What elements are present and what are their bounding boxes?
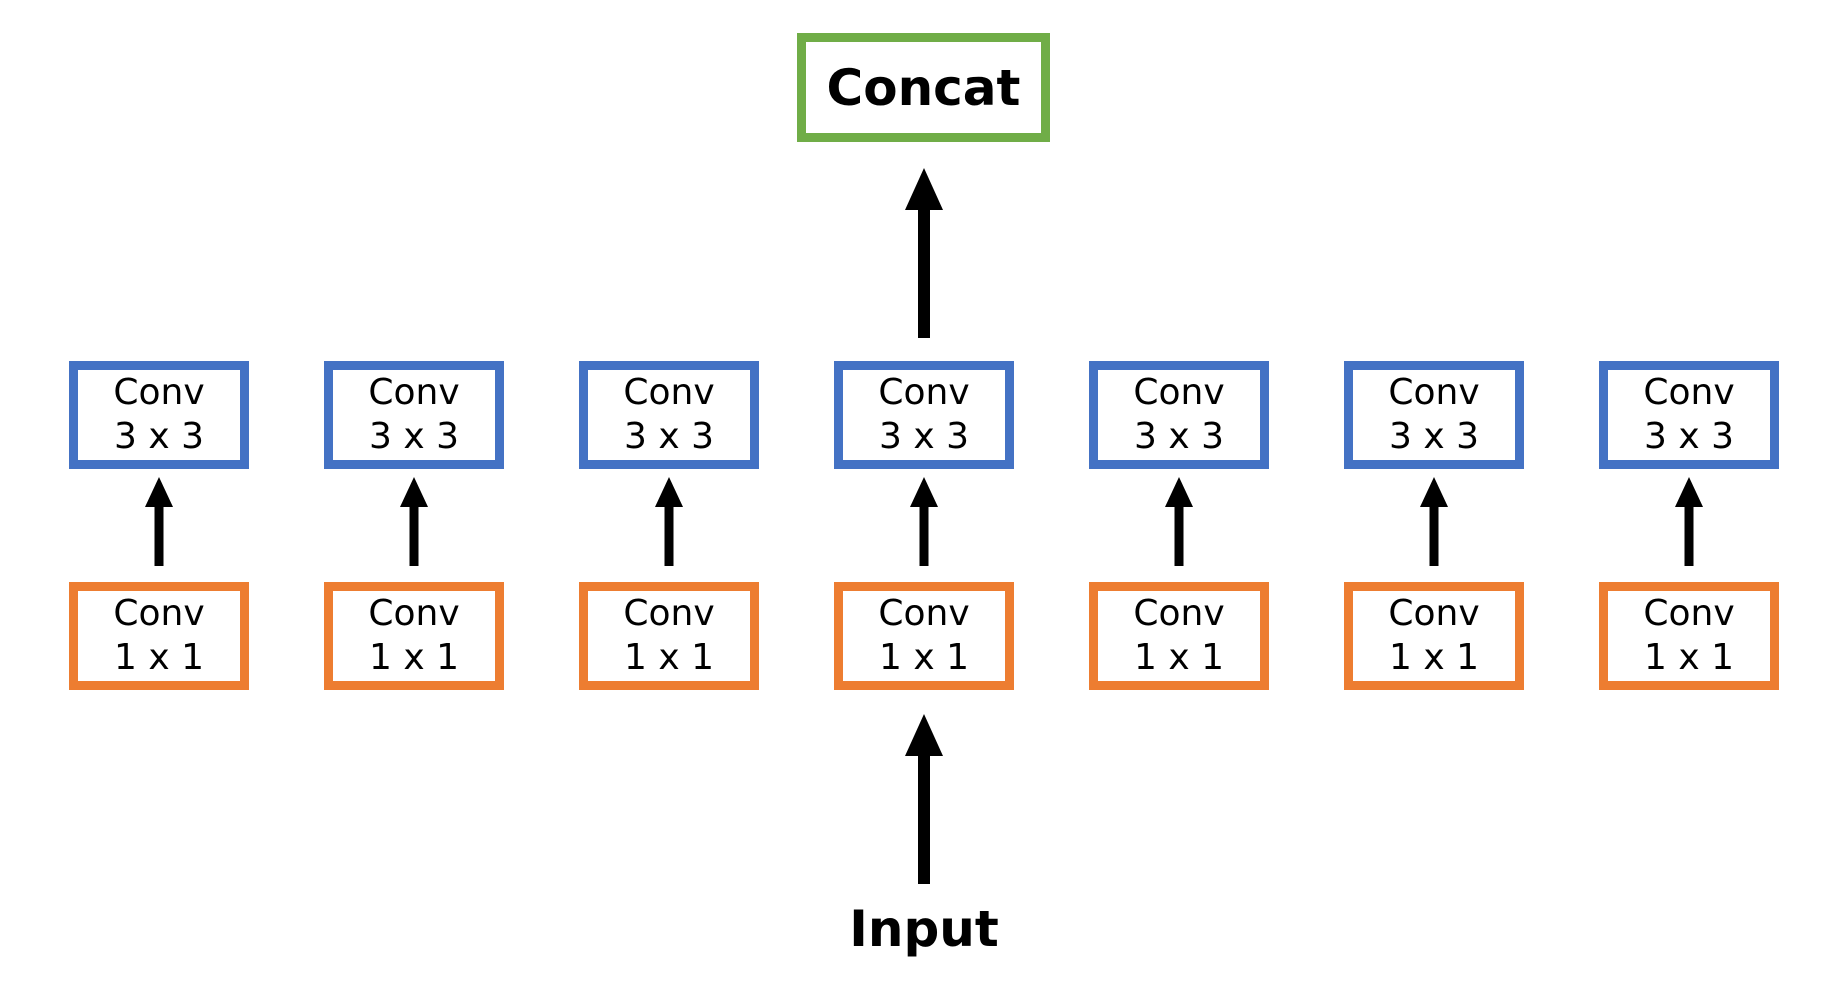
conv1x1-line2: 1 x 1 — [624, 637, 714, 678]
branch-arrow-2 — [400, 477, 428, 566]
conv3x3-line1: Conv — [623, 372, 715, 413]
conv3x3-line2: 3 x 3 — [114, 416, 204, 457]
conv1x1-line1: Conv — [623, 593, 715, 634]
branch-arrow-5 — [1165, 477, 1193, 566]
input-arrow — [905, 714, 943, 884]
conv3x3-line2: 3 x 3 — [1134, 416, 1224, 457]
output-arrow — [905, 168, 943, 338]
conv1x1-node-4: Conv 1 x 1 — [834, 582, 1014, 690]
conv1x1-node-3: Conv 1 x 1 — [579, 582, 759, 690]
conv1x1-node-1: Conv 1 x 1 — [69, 582, 249, 690]
conv3x3-line2: 3 x 3 — [1389, 416, 1479, 457]
conv3x3-line1: Conv — [878, 372, 970, 413]
conv3x3-node-3: Conv 3 x 3 — [579, 361, 759, 469]
concat-label: Concat — [826, 58, 1021, 117]
conv3x3-line1: Conv — [368, 372, 460, 413]
conv3x3-line1: Conv — [113, 372, 205, 413]
conv3x3-node-1: Conv 3 x 3 — [69, 361, 249, 469]
conv3x3-node-7: Conv 3 x 3 — [1599, 361, 1779, 469]
conv1x1-line1: Conv — [1643, 593, 1735, 634]
conv1x1-line2: 1 x 1 — [114, 637, 204, 678]
branch-arrow-4 — [910, 477, 938, 566]
conv1x1-node-2: Conv 1 x 1 — [324, 582, 504, 690]
conv1x1-line2: 1 x 1 — [1644, 637, 1734, 678]
branch-arrow-3 — [655, 477, 683, 566]
conv3x3-node-6: Conv 3 x 3 — [1344, 361, 1524, 469]
conv1x1-line1: Conv — [1388, 593, 1480, 634]
conv3x3-line1: Conv — [1388, 372, 1480, 413]
concat-node: Concat — [797, 33, 1050, 142]
conv3x3-node-4: Conv 3 x 3 — [834, 361, 1014, 469]
input-label: Input — [849, 900, 999, 958]
conv1x1-line1: Conv — [368, 593, 460, 634]
conv1x1-line2: 1 x 1 — [1134, 637, 1224, 678]
conv1x1-line1: Conv — [1133, 593, 1225, 634]
conv1x1-line1: Conv — [878, 593, 970, 634]
conv3x3-line2: 3 x 3 — [369, 416, 459, 457]
branch-arrow-1 — [145, 477, 173, 566]
conv3x3-line1: Conv — [1643, 372, 1735, 413]
conv1x1-line1: Conv — [113, 593, 205, 634]
conv3x3-line1: Conv — [1133, 372, 1225, 413]
branch-arrow-6 — [1420, 477, 1448, 566]
arrow-group — [145, 168, 1703, 884]
conv1x1-node-5: Conv 1 x 1 — [1089, 582, 1269, 690]
conv1x1-node-6: Conv 1 x 1 — [1344, 582, 1524, 690]
conv3x3-node-2: Conv 3 x 3 — [324, 361, 504, 469]
conv1x1-line2: 1 x 1 — [369, 637, 459, 678]
conv3x3-line2: 3 x 3 — [1644, 416, 1734, 457]
conv1x1-line2: 1 x 1 — [879, 637, 969, 678]
conv1x1-line2: 1 x 1 — [1389, 637, 1479, 678]
branch-arrow-7 — [1675, 477, 1703, 566]
conv3x3-line2: 3 x 3 — [879, 416, 969, 457]
conv3x3-node-5: Conv 3 x 3 — [1089, 361, 1269, 469]
conv1x1-node-7: Conv 1 x 1 — [1599, 582, 1779, 690]
conv3x3-line2: 3 x 3 — [624, 416, 714, 457]
